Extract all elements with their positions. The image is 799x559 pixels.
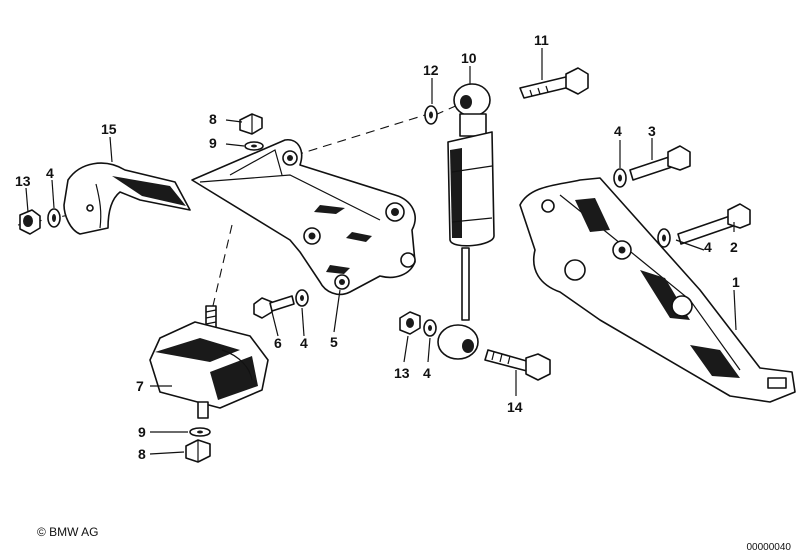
washer-part-12 [424, 105, 438, 125]
washer-part-4-bolt2 [657, 228, 671, 248]
drawing-id: 00000040 [746, 542, 792, 553]
nut-part-13-center [399, 311, 421, 335]
callout-10: 10 [461, 50, 477, 66]
leader-lines [25, 48, 737, 455]
washer-part-9-bottom [189, 427, 211, 437]
callout-7: 7 [136, 378, 144, 394]
callout-11: 11 [534, 32, 549, 48]
copyright-text: © BMW AG [37, 525, 99, 539]
nut-part-8-bottom [185, 439, 211, 463]
callout-4-center: 4 [423, 365, 431, 381]
heat-shield-part-15 [63, 162, 191, 235]
washer-part-4-bolt3 [613, 168, 627, 188]
bolt-part-2 [677, 203, 751, 245]
callout-9-top: 9 [209, 135, 217, 151]
callout-4-bolt3: 4 [614, 123, 622, 139]
engine-bracket-part-5 [191, 139, 416, 296]
nut-part-8-top [239, 113, 263, 135]
callout-15: 15 [101, 121, 117, 137]
callout-4-bolt6: 4 [300, 335, 308, 351]
callout-4-left: 4 [46, 165, 54, 181]
washer-part-4-left [47, 208, 61, 228]
support-arm-part-1 [519, 177, 796, 403]
callout-14: 14 [507, 399, 523, 415]
callout-4-bolt2: 4 [704, 239, 712, 255]
rubber-mount-part-7 [149, 305, 269, 419]
callout-6: 6 [274, 335, 282, 351]
callout-labels: 1 2 3 4 4 4 4 4 5 6 7 8 8 9 9 10 11 12 1… [15, 32, 740, 462]
bolt-part-6 [253, 295, 295, 319]
callout-2: 2 [730, 239, 738, 255]
washer-part-4-center [423, 319, 437, 337]
callout-13-left: 13 [15, 173, 31, 189]
bolt-part-11 [519, 67, 589, 99]
callout-8-bottom: 8 [138, 446, 146, 462]
callout-1: 1 [732, 274, 740, 290]
nut-part-13-left [19, 209, 41, 235]
shock-absorber-part-10 [437, 83, 495, 360]
callout-8-top: 8 [209, 111, 217, 127]
callout-9-bottom: 9 [138, 424, 146, 440]
washer-part-4-bolt6 [295, 289, 309, 307]
callout-5: 5 [330, 334, 338, 350]
bolt-part-3 [629, 145, 691, 181]
bolt-part-14 [484, 349, 551, 381]
callout-12: 12 [423, 62, 439, 78]
washer-part-9-top [244, 141, 264, 151]
callout-13-center: 13 [394, 365, 410, 381]
callout-3: 3 [648, 123, 656, 139]
